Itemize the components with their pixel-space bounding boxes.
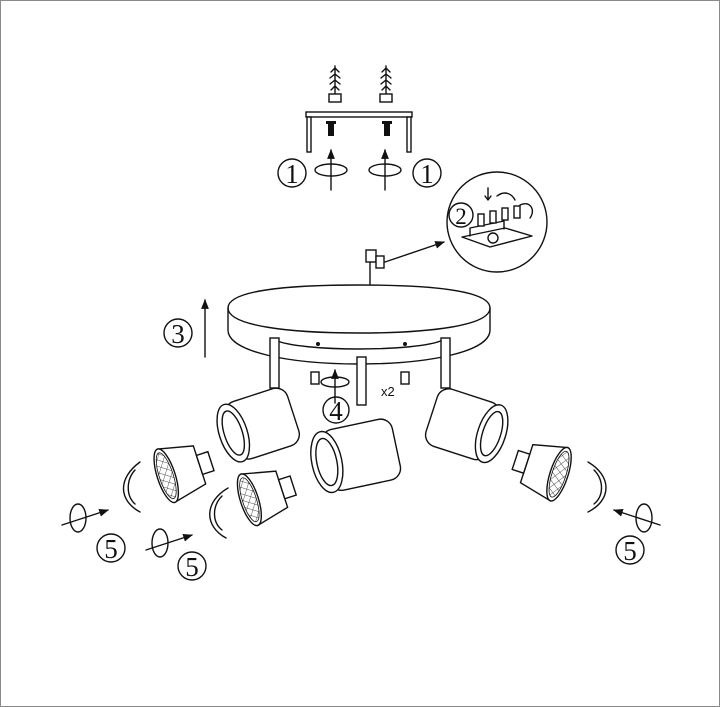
wall-plug-left [328, 65, 342, 103]
step-5-badge-left-lower: 5 [177, 551, 207, 582]
svg-text:4: 4 [329, 396, 343, 426]
twist-arrow-left-lower [145, 487, 229, 558]
fixing-screws [310, 369, 410, 404]
bulb-right [511, 443, 572, 502]
bulb-left-upper [153, 445, 215, 504]
step-4-badge: 4 [322, 396, 350, 426]
svg-text:5: 5 [623, 536, 637, 566]
wiring-detail-callout: 2 [446, 171, 548, 273]
screw-left [326, 121, 336, 136]
step-5-badge-right: 5 [615, 535, 645, 566]
svg-text:1: 1 [420, 159, 434, 189]
twist-arrow-left-upper [61, 461, 141, 533]
step-5-badge-left-upper: 5 [96, 533, 126, 564]
rotate-arrow-left [314, 149, 348, 191]
rotate-arrow-right [368, 149, 402, 191]
step-1-badge-right: 1 [412, 158, 442, 189]
arm-center [356, 356, 367, 406]
arm-right [440, 337, 451, 389]
arm-left [269, 337, 280, 389]
spot-head-left [216, 387, 301, 463]
spot-head-right [424, 388, 509, 464]
wire-connector [365, 241, 445, 291]
step-2-badge: 2 [448, 202, 474, 229]
wall-plug-right [379, 65, 393, 103]
mounting-bracket [305, 111, 413, 153]
svg-text:5: 5 [104, 534, 118, 564]
svg-text:1: 1 [285, 159, 299, 189]
bulb-left-lower [236, 470, 298, 527]
twist-arrow-right [587, 461, 661, 533]
screw-right [382, 121, 392, 136]
spot-head-center [310, 418, 402, 494]
step-4-quantity: x2 [381, 384, 395, 399]
step-1-badge-left: 1 [277, 158, 307, 189]
canopy-plate [227, 284, 491, 365]
svg-text:3: 3 [171, 319, 185, 349]
svg-text:2: 2 [455, 204, 467, 229]
svg-text:5: 5 [185, 552, 199, 582]
step-3-badge: 3 [163, 318, 193, 349]
